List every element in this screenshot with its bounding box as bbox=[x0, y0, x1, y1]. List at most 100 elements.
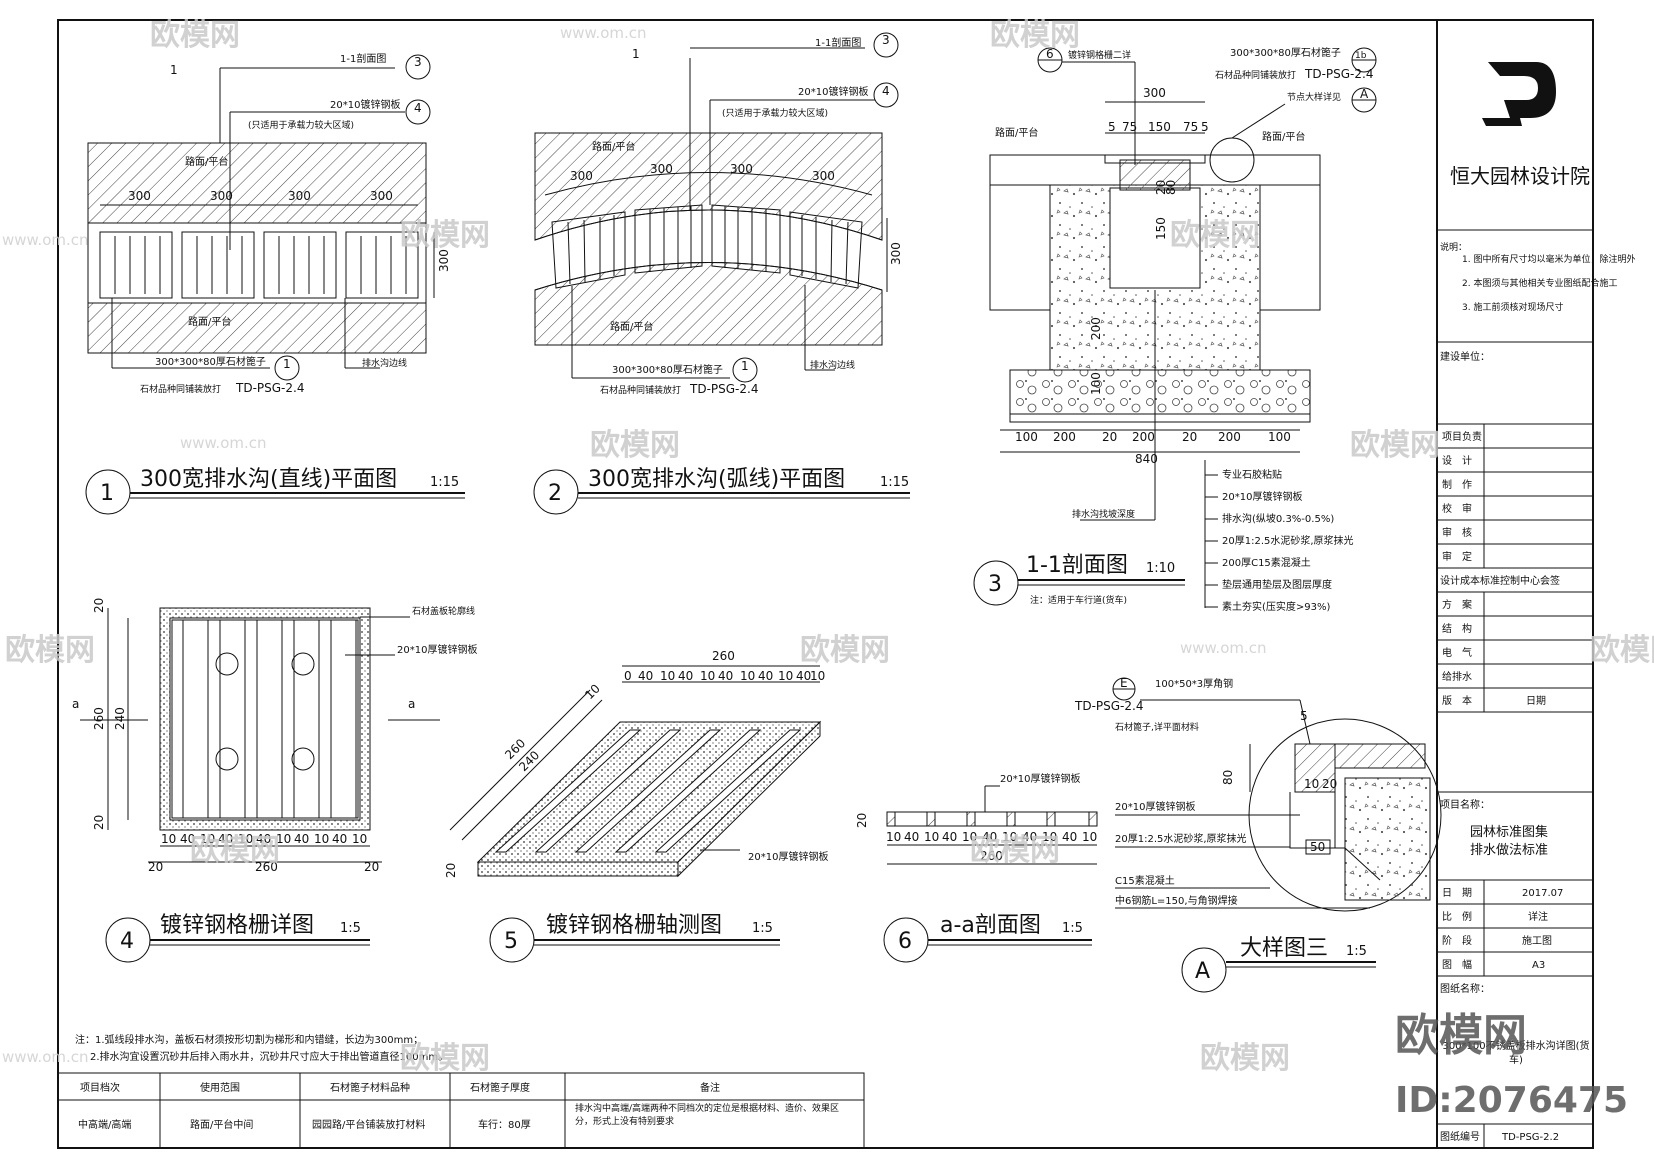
vA-dim-80: 80 bbox=[1221, 770, 1235, 785]
v2-scale: 1:15 bbox=[880, 475, 909, 490]
v2-stone: 300*300*80厚石材篦子 bbox=[612, 363, 723, 376]
vA-angle: 100*50*3厚角钢 bbox=[1155, 677, 1233, 690]
v5-dim-5: 10 bbox=[700, 669, 715, 683]
v4-bot-1: 20 bbox=[148, 860, 163, 874]
wm-url-1: www.om.cn bbox=[560, 24, 647, 42]
v1-edge: 排水沟边线 bbox=[362, 357, 407, 369]
v3-stone: 300*300*80厚石材篦子 bbox=[1230, 46, 1341, 59]
table-header-2: 使用范围 bbox=[200, 1081, 240, 1094]
v5-side-3: 10 bbox=[582, 681, 603, 702]
v1-scale: 1:15 bbox=[430, 475, 459, 490]
v6-dim-5: 10 bbox=[962, 830, 977, 844]
wm-brand-13: 欧模网 bbox=[1200, 1041, 1290, 1076]
vA-dim-20: 20 bbox=[1322, 777, 1337, 791]
v3-layer-7: 素土夯实(压实度>93%) bbox=[1222, 600, 1331, 613]
note-2: 2.排水沟宜设置沉砂井后排入雨水井，沉砂井尺寸应大于排出管道直径100mm。 bbox=[90, 1050, 448, 1063]
tb-row-a-5: 审 核 bbox=[1442, 526, 1472, 539]
v2-num: 2 bbox=[548, 481, 562, 506]
v2-edge: 排水沟边线 bbox=[810, 359, 855, 371]
v5-dim-4: 40 bbox=[678, 669, 693, 683]
v3-top-dim-1: 5 bbox=[1108, 120, 1116, 134]
v5-scale: 1:5 bbox=[752, 921, 773, 936]
v5-dim-8: 40 bbox=[758, 669, 773, 683]
table-header-5: 备注 bbox=[700, 1081, 720, 1094]
v4-dim-2: 40 bbox=[180, 832, 195, 846]
v4-bot-2: 260 bbox=[255, 860, 278, 874]
v1-pave-top: 路面/平台 bbox=[185, 155, 228, 168]
wm-brand-7: 欧模网 bbox=[5, 633, 95, 668]
v6-dim-6: 40 bbox=[982, 830, 997, 844]
v5-side-4: 20 bbox=[444, 863, 458, 878]
tb-project-label: 项目名称： bbox=[1440, 798, 1490, 811]
wm-brand-4: 欧模网 bbox=[1170, 218, 1260, 253]
v1-ref3: 3 bbox=[414, 55, 422, 69]
v4-dim-11: 10 bbox=[352, 832, 367, 846]
tb-size-value: A3 bbox=[1532, 960, 1545, 971]
tb-row-b-3: 电 气 bbox=[1442, 646, 1472, 659]
v1-code: TD-PSG-2.4 bbox=[235, 381, 304, 395]
v2-note-load: (只适用于承载力较大区域) bbox=[722, 107, 828, 119]
vA-rebar: 中6钢筋L=150,与角钢焊接 bbox=[1115, 894, 1238, 907]
v3-ref6: 6 bbox=[1046, 47, 1054, 61]
v3-note: 注：适用于车行道(货车) bbox=[1030, 594, 1127, 606]
v5-dim-3: 10 bbox=[660, 669, 675, 683]
v6-dim-1: 10 bbox=[886, 830, 901, 844]
watermark: 欧模网 www.om.cn 欧模网 欧模网 www.om.cn 欧模网 欧模网 … bbox=[2, 18, 1654, 1121]
v5-dim-10: 40 bbox=[796, 669, 811, 683]
v6-dim-7: 10 bbox=[1002, 830, 1017, 844]
tb-row-a-6: 审 定 bbox=[1442, 550, 1472, 563]
v1-ref4: 4 bbox=[414, 101, 422, 115]
wm-brand-2: 欧模网 bbox=[990, 18, 1080, 53]
v3-bot-dim-3: 20 bbox=[1102, 430, 1117, 444]
v3-bot-dim-2: 200 bbox=[1053, 430, 1076, 444]
v4-dim-6: 40 bbox=[256, 832, 271, 846]
tb-no-value: TD-PSG-2.2 bbox=[1501, 1132, 1559, 1143]
v3-ref6-text: 镀锌钢格栅二详 bbox=[1068, 49, 1131, 61]
table-header-1: 项目档次 bbox=[80, 1081, 120, 1094]
v1-ref1: 1 bbox=[283, 357, 291, 371]
v3-scale: 1:10 bbox=[1146, 561, 1175, 576]
view-4-grate-detail: 10 40 10 40 10 40 10 40 10 40 10 20 260 … bbox=[72, 598, 477, 963]
wm-brand-11: 欧模网 bbox=[970, 833, 1060, 868]
v3-bot-dim-7: 100 bbox=[1268, 430, 1291, 444]
wm-brand-6: 欧模网 bbox=[1350, 428, 1440, 463]
v3-refA: A bbox=[1360, 87, 1369, 101]
v2-title: 300宽排水沟(弧线)平面图 bbox=[588, 467, 845, 492]
v2-grate-label: 20*10镀锌钢板 bbox=[798, 85, 868, 98]
v3-pave-l: 路面/平台 bbox=[995, 126, 1038, 139]
table-header-4: 石材篦子厚度 bbox=[470, 1081, 530, 1094]
v2-code: TD-PSG-2.4 bbox=[689, 382, 758, 396]
v6-dim-10: 40 bbox=[1062, 830, 1077, 844]
v3-bot-dim-4: 200 bbox=[1132, 430, 1155, 444]
v3-code: TD-PSG-2.4 bbox=[1304, 67, 1373, 81]
vA-scale: 1:5 bbox=[1346, 944, 1367, 959]
vA-mortar: 20厚1:2.5水泥砂浆,原浆抹光 bbox=[1115, 832, 1247, 845]
tb-row-a-4: 校 审 bbox=[1442, 502, 1472, 515]
v4-dim-10: 40 bbox=[332, 832, 347, 846]
v5-dim-2: 40 bbox=[638, 669, 653, 683]
tb-drawing-label: 图纸名称： bbox=[1440, 982, 1490, 995]
v3-layer-leaders bbox=[1204, 460, 1218, 608]
v5-dim-7: 10 bbox=[740, 669, 755, 683]
v3-top-dim-2: 75 bbox=[1122, 120, 1137, 134]
v2-pave-top: 路面/平台 bbox=[592, 140, 635, 153]
table-cell-5: 排水沟中高端/高端两种不同档次的定位是根据材料、造价、效果区分，形式上没有特别要… bbox=[575, 1104, 840, 1127]
v4-dim-8: 40 bbox=[294, 832, 309, 846]
v2-dim-3: 300 bbox=[730, 162, 753, 176]
v4-bot-3: 20 bbox=[364, 860, 379, 874]
wm-url-4: www.om.cn bbox=[1180, 639, 1267, 657]
v6-dim-11: 10 bbox=[1082, 830, 1097, 844]
v4-left-3: 240 bbox=[113, 707, 127, 730]
v4-plate: 20*10厚镀锌钢板 bbox=[397, 643, 477, 656]
v1-sect-ref: 1-1剖面图 bbox=[340, 52, 386, 65]
tb-notes-label: 说明： bbox=[1440, 241, 1467, 253]
v1-sect-mark: 1 bbox=[170, 63, 178, 77]
v4-num: 4 bbox=[120, 929, 134, 954]
v4-left-2: 260 bbox=[92, 707, 106, 730]
v6-total: 260 bbox=[980, 849, 1003, 863]
v3-layer-2: 20*10厚镀锌钢板 bbox=[1222, 490, 1302, 503]
v6-dim-4: 40 bbox=[942, 830, 957, 844]
table-cell-4: 车行：80厚 bbox=[478, 1118, 531, 1131]
v3-layer-3: 排水沟(纵坡0.3%-0.5%) bbox=[1222, 512, 1334, 525]
v3-detail: 节点大样详见 bbox=[1287, 91, 1341, 103]
